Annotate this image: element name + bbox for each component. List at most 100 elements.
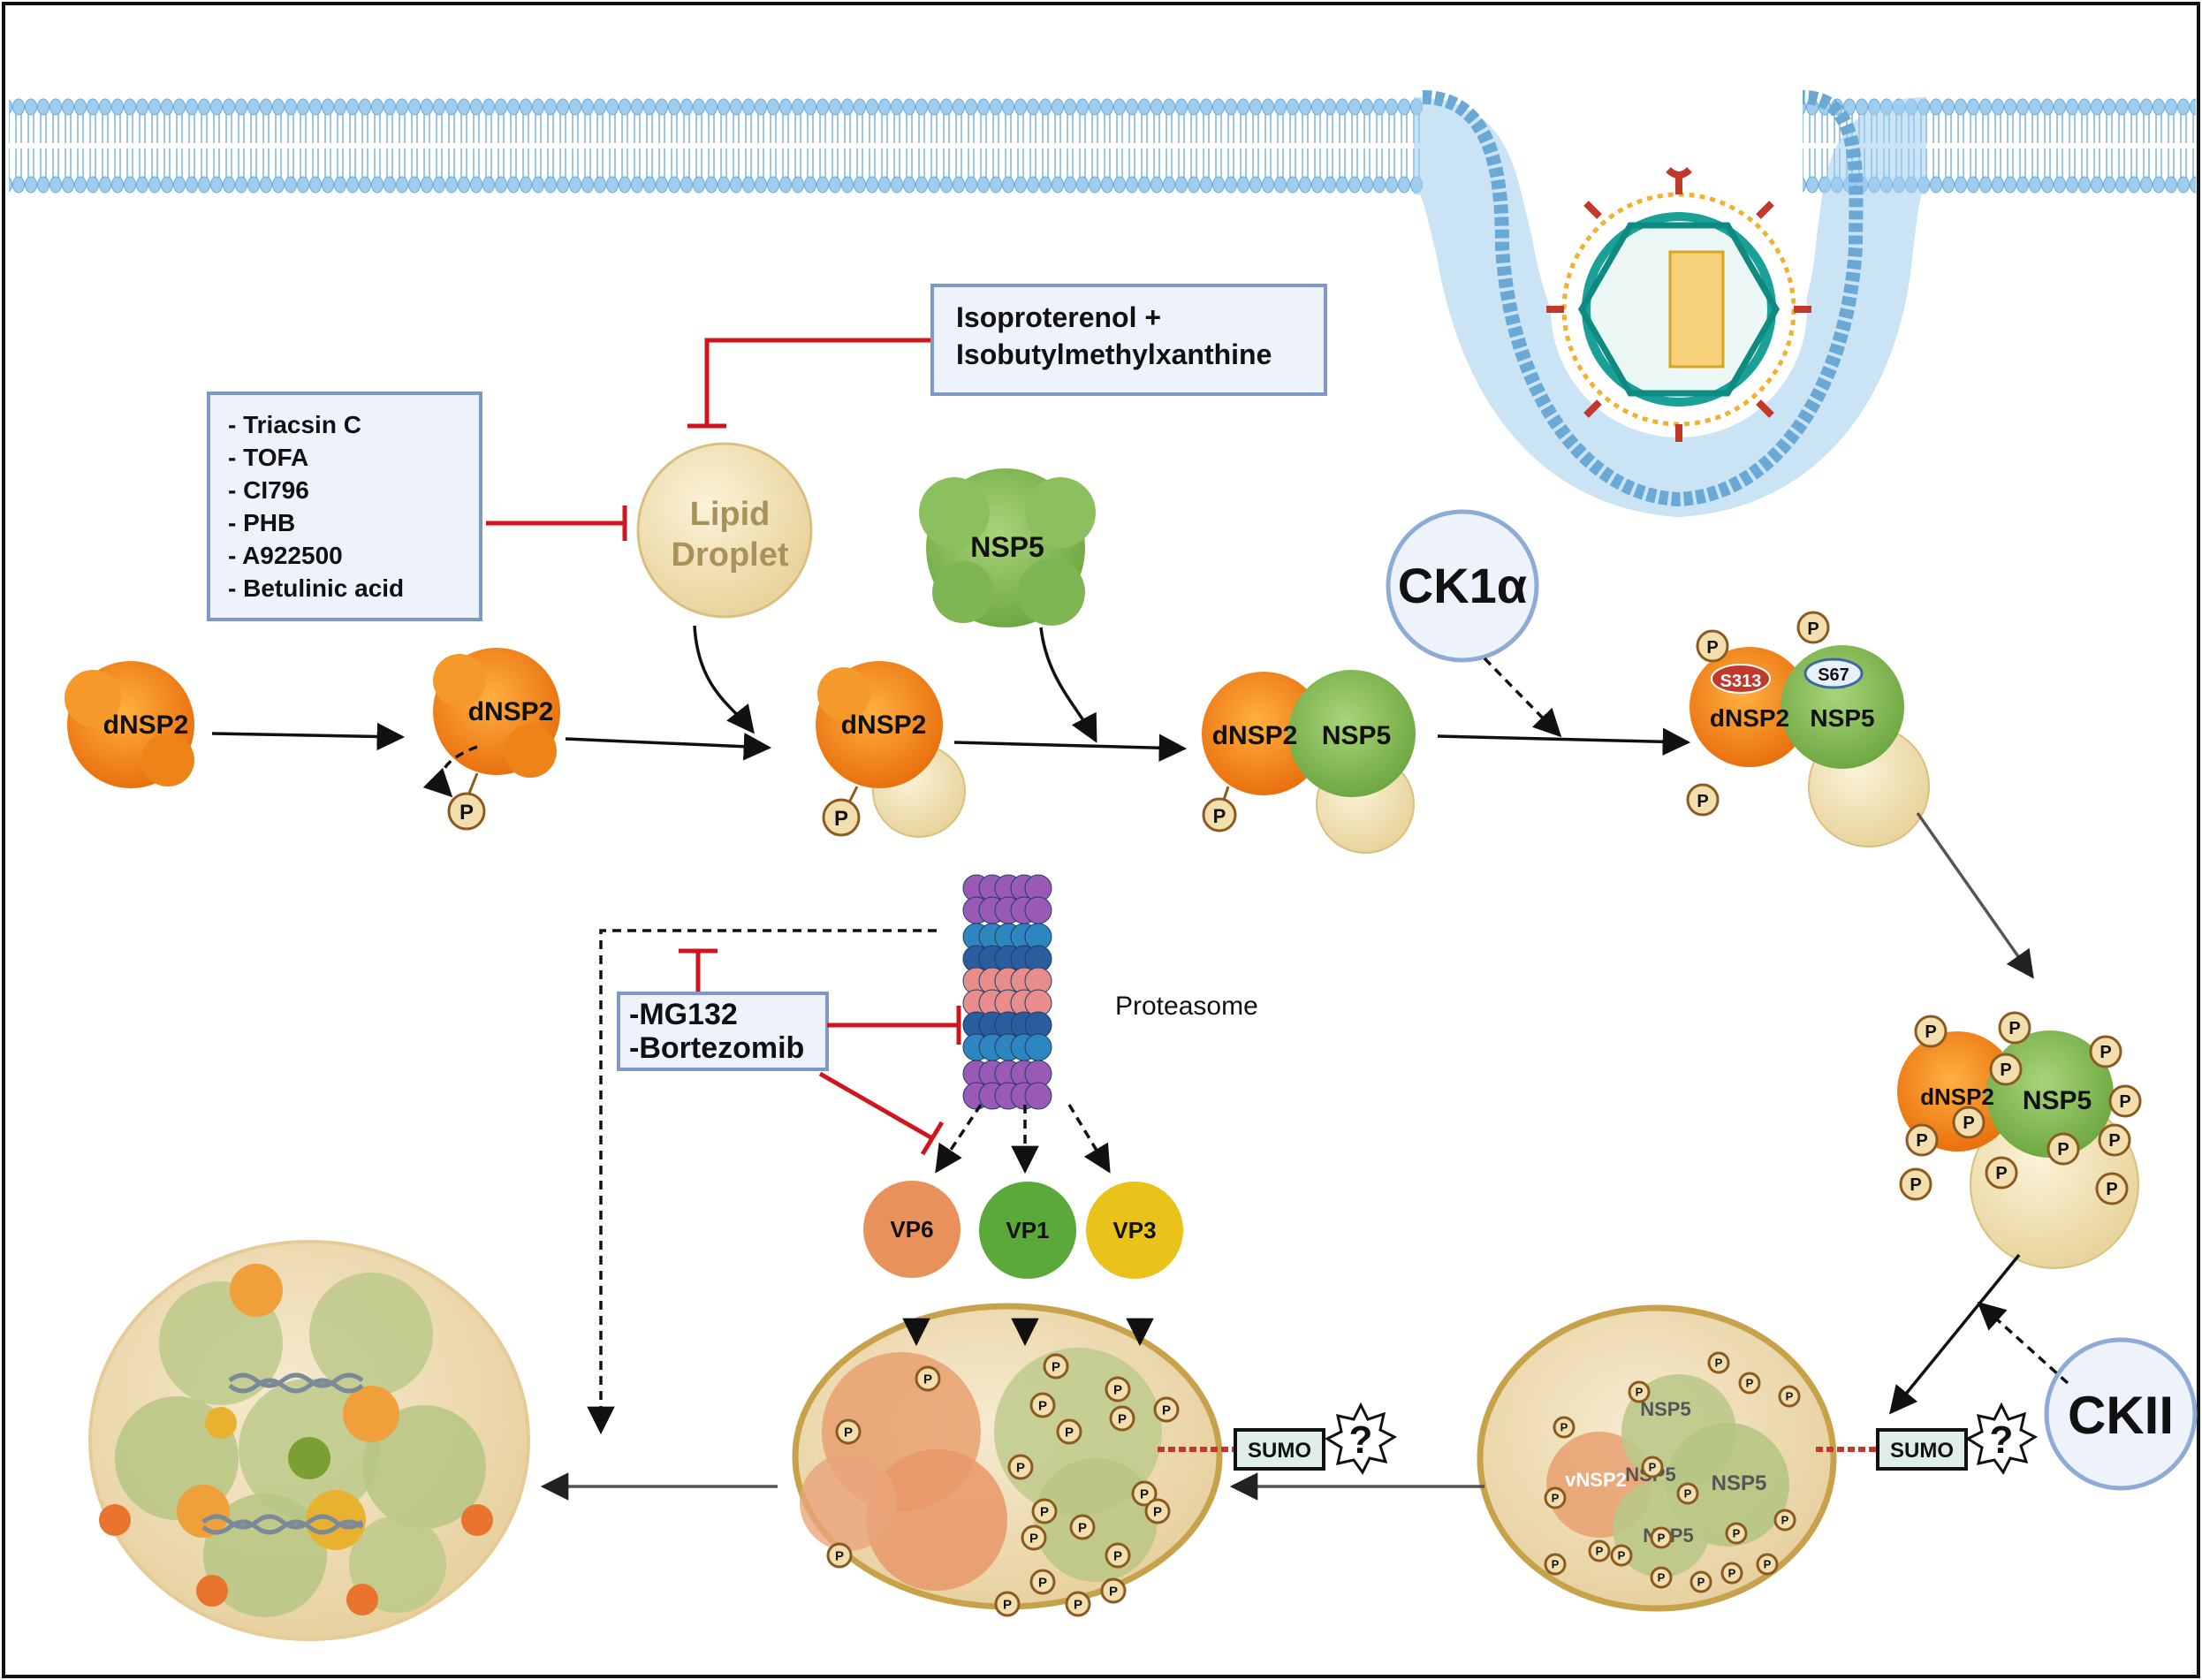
phospho-badge-label: P [2000,1060,2011,1080]
lipid-droplet: Lipid Droplet [636,442,813,619]
svg-text:Lipid: Lipid [690,496,771,533]
cell-membrane [9,90,2196,518]
phospho-badge [2095,1172,2129,1205]
phospho-badge-label: P [1016,1460,1025,1475]
phospho-badge [994,1591,1021,1617]
isoproterenol-box: Isoproterenol + Isobutylmethylxanthine [930,284,1327,396]
phospho-badge-label: P [2119,1092,2130,1112]
dnsp2-step-1: dNSP2 [65,661,194,788]
viroplasm-early: vNSP2 NSP5 NSP5 NSP5 NSP5 PPPPPPPPPPPPPP… [1477,1304,1837,1612]
drug-3: - CI796 [228,476,309,504]
svg-text:dNSP2: dNSP2 [468,697,554,726]
phospho-badge-label: P [1618,1549,1626,1562]
svg-text:P: P [1213,805,1226,827]
phospho-badge-label: P [1697,1576,1705,1589]
phospho-badge [2108,1084,2142,1118]
phospho-badge [1131,1480,1158,1507]
svg-text:SUMO: SUMO [1248,1439,1311,1463]
sumo-tag-mature: SUMO ? [1158,1402,1398,1475]
svg-text:VP1: VP1 [1006,1217,1049,1243]
phospho-badge [1105,1376,1131,1403]
rotavirus-particle [1546,167,1811,442]
nsp5-protein: NSP5 [919,468,1096,627]
phospho-badge [1989,1053,2023,1086]
phospho-badge [2098,1123,2131,1157]
phospho-badge [1109,1405,1135,1432]
phospho-badge [1952,1106,1986,1139]
svg-text:P: P [834,807,848,831]
svg-text:P: P [1697,792,1708,811]
proteasome-subunit [1024,896,1052,924]
phospho-badge [835,1418,862,1445]
phospho-badge [1720,1562,1743,1585]
phospho-badge-label: P [1065,1425,1074,1440]
phospho-badge [826,1542,853,1569]
phospho-badge [1756,1553,1779,1576]
phospho-badge [1689,1570,1712,1593]
dnsp2-step-2: dNSP2 P [433,648,560,831]
svg-text:-Bortezomib: -Bortezomib [629,1031,804,1065]
phospho-badge-label: P [1781,1514,1789,1527]
phospho-badge [1707,1351,1730,1374]
phospho-badge [1899,1167,1932,1201]
dashed-arrows [422,657,2069,1435]
phospho-badge [1105,1542,1131,1569]
svg-text:NSP5: NSP5 [970,531,1044,563]
phospho-badge [1610,1544,1633,1567]
phospho-badge [1056,1418,1082,1445]
phospho-badge-label: P [1038,1398,1047,1413]
svg-text:dNSP2: dNSP2 [841,711,927,740]
svg-text:NSP5: NSP5 [2023,1086,2092,1115]
svg-text:vNSP2: vNSP2 [1565,1469,1627,1491]
phospho-badge-label: P [1636,1386,1644,1399]
phospho-badge-label: P [1552,1558,1560,1571]
phospho-badge-label: P [1995,1164,2007,1183]
phospho-badge [2046,1132,2080,1166]
phospho-badge [1553,1416,1576,1439]
svg-text:?: ? [1990,1418,2014,1462]
phospho-badge [1985,1156,2018,1190]
phospho-badge-label: P [1596,1545,1604,1558]
dnsp2-droplet-complex: dNSP2 P [816,661,966,838]
svg-text:dNSP2: dNSP2 [1212,721,1298,750]
phospho-badge-label: P [1113,1382,1122,1397]
phospho-badge [1905,1123,1939,1157]
svg-text:dNSP2: dNSP2 [1920,1083,1994,1110]
phospho-badge-label: P [1153,1504,1162,1519]
phospho-badge [915,1365,941,1392]
phospho-badge-label: P [844,1425,853,1440]
phospho-badge-label: P [835,1548,844,1563]
svg-text:Isobutylmethylxanthine: Isobutylmethylxanthine [956,338,1272,370]
drug-5: - A922500 [228,542,343,569]
phospho-badge-label: P [1658,1532,1666,1545]
phospho-badge-label: P [1684,1487,1692,1501]
svg-text:NSP5: NSP5 [1640,1398,1690,1420]
phospho-badge-label: P [2099,1043,2111,1062]
phospho-badge [1628,1380,1651,1403]
inhibition-lines-top [486,338,930,541]
phospho-badge-label: P [1038,1575,1047,1590]
drug-6: - Betulinic acid [228,574,404,602]
phospho-badge-label: P [1109,1584,1118,1599]
phospho-badge-label: P [1658,1571,1666,1585]
viroplasm-assembly [88,1240,530,1641]
svg-text:dNSP2: dNSP2 [1710,704,1789,732]
phospho-badge [1725,1522,1748,1545]
phospho-badge-label: P [1715,1357,1723,1370]
phospho-badge-label: P [1910,1175,1921,1195]
vp6-circle: VP6 [863,1181,961,1278]
phospho-badge [1544,1486,1567,1509]
phospho-badge [1588,1539,1611,1562]
phospho-badge-label: P [1916,1131,1927,1151]
phospho-badge-label: P [1552,1492,1560,1505]
phospho-badge [1650,1566,1673,1589]
svg-text:VP6: VP6 [890,1216,933,1243]
phospho-badge [1914,1015,1948,1048]
vp1-circle: VP1 [979,1182,1076,1279]
svg-text:Isoproterenol +: Isoproterenol + [956,301,1161,333]
ck1a-kinase: CK1α [1386,509,1539,663]
dnsp2-nsp5-complex: dNSP2 NSP5 P [1202,670,1416,854]
phospho-badge [1029,1569,1056,1595]
phospho-badge-label: P [2057,1140,2069,1159]
